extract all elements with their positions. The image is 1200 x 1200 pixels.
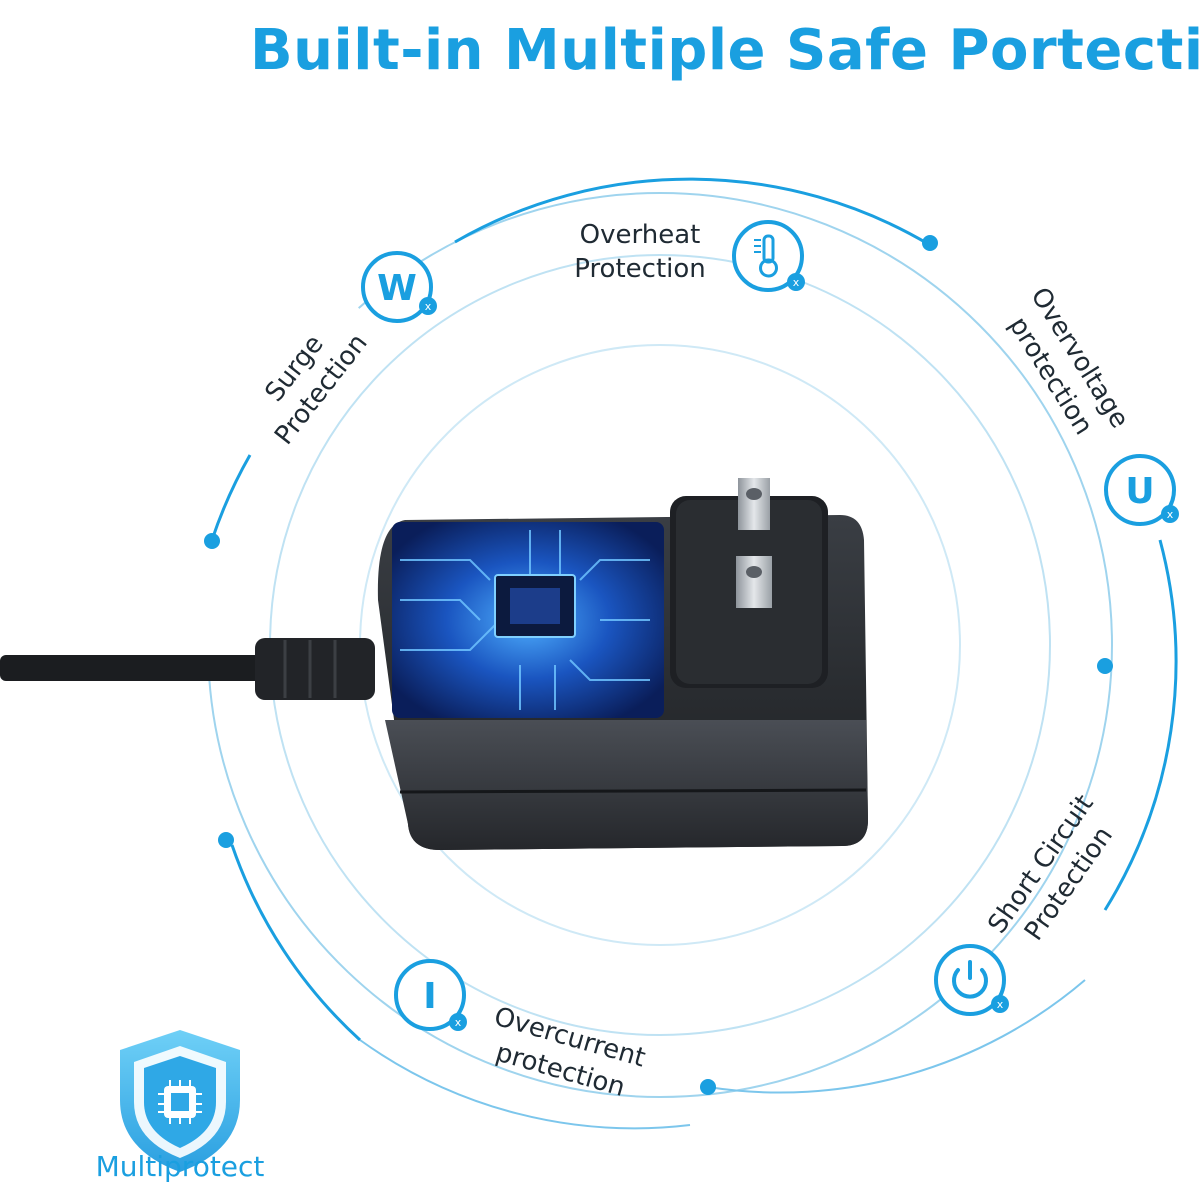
svg-text:x: x bbox=[425, 300, 432, 313]
svg-text:x: x bbox=[997, 998, 1004, 1011]
multiprotect-label: Multiprotect bbox=[95, 1150, 265, 1183]
svg-text:I: I bbox=[423, 976, 436, 1017]
svg-text:x: x bbox=[455, 1016, 462, 1029]
voltage-u-icon: U x bbox=[1104, 454, 1179, 526]
power-icon: x bbox=[934, 944, 1009, 1016]
current-i-icon: I x bbox=[394, 959, 467, 1031]
svg-text:x: x bbox=[793, 276, 800, 289]
overheat-line2: Protection bbox=[574, 254, 706, 284]
power-adapter-image bbox=[0, 478, 868, 850]
surge-w-icon: W x bbox=[361, 251, 437, 323]
svg-text:x: x bbox=[1167, 508, 1174, 521]
shield-chip-icon bbox=[120, 1030, 240, 1172]
page-title: Built-in Multiple Safe Portections bbox=[250, 18, 1200, 83]
thermometer-icon: x bbox=[732, 220, 805, 292]
svg-text:U: U bbox=[1125, 471, 1154, 512]
overheat-label: Overheat Protection bbox=[560, 218, 720, 286]
overheat-line1: Overheat bbox=[579, 220, 701, 250]
svg-text:W: W bbox=[377, 268, 417, 309]
